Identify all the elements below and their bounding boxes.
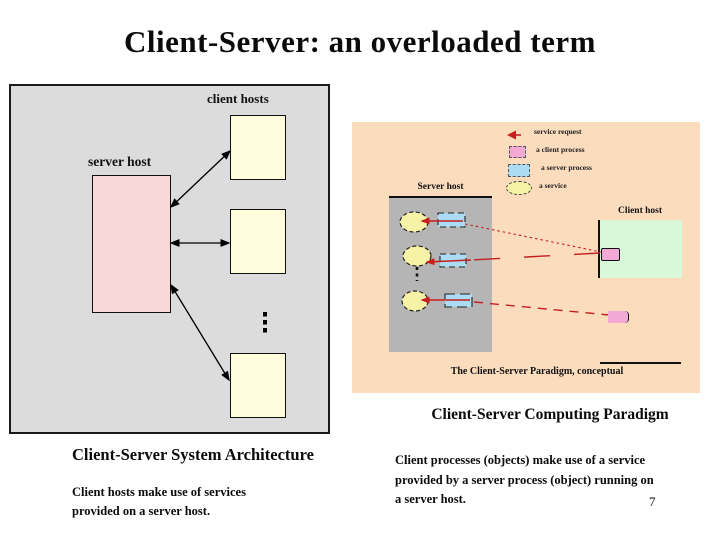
legend-service-request-label: service request xyxy=(534,127,582,136)
service-ellipse-2 xyxy=(402,245,432,267)
client-process-rect-1 xyxy=(601,248,620,261)
legend-service-label: a service xyxy=(539,181,567,190)
left-caption-body: Client hosts make use of services provid… xyxy=(72,483,246,520)
client-host-rect-3 xyxy=(230,353,286,418)
more-clients-ellipsis xyxy=(263,312,267,333)
computing-paradigm-diagram: service request a client process a serve… xyxy=(352,122,700,393)
page-number: 7 xyxy=(649,494,656,509)
client-hosts-label: client hosts xyxy=(207,91,269,106)
left-caption-line-2: provided on a server host. xyxy=(72,503,211,518)
request-line-dotted xyxy=(464,223,602,253)
right-caption-heading: Client-Server Computing Paradigm xyxy=(431,406,669,423)
paradigm-shapes-layer xyxy=(399,211,610,316)
arrow-server-client-1 xyxy=(169,149,232,209)
left-caption-heading: Client-Server System Architecture xyxy=(72,445,314,464)
request-line-dashed xyxy=(473,301,610,316)
slide-title: Client-Server: an overloaded term xyxy=(124,24,596,59)
server-process-rect-1 xyxy=(437,212,466,228)
legend-client-process-label: a client process xyxy=(536,145,585,154)
service-request-arrow-icon xyxy=(507,130,521,140)
arrow-server-client-3 xyxy=(170,283,230,382)
paradigm-client-host-label: Client host xyxy=(617,206,663,216)
right-caption-line-3: a server host. xyxy=(395,492,466,506)
right-caption-body: Client processes (objects) make use of a… xyxy=(395,451,691,510)
service-request-arrow-2 xyxy=(425,258,472,266)
right-caption-line-1: Client processes (objects) make use of a… xyxy=(395,453,646,467)
legend-server-process-label: a server process xyxy=(541,163,592,172)
paradigm-caption: The Client-Server Paradigm, conceptual xyxy=(450,366,624,377)
request-line-long-dash xyxy=(470,252,601,261)
system-architecture-diagram: client hosts server host xyxy=(9,84,330,434)
service-ellipse-icon xyxy=(506,181,532,195)
client-host-rect-1 xyxy=(230,115,286,180)
left-caption-line-1: Client hosts make use of services xyxy=(72,485,246,499)
server-process-swatch-icon xyxy=(508,164,530,177)
server-host-rect xyxy=(92,175,171,313)
client-process-rect-2 xyxy=(608,311,629,323)
service-ellipse-1 xyxy=(399,211,429,233)
service-ellipse-3 xyxy=(401,290,429,312)
right-caption-line-2: provided by a server process (object) ru… xyxy=(395,472,654,487)
divider-line xyxy=(600,362,681,364)
client-host-rect-2 xyxy=(230,209,286,274)
server-host-label: server host xyxy=(88,154,152,169)
connection-arrows-layer xyxy=(169,149,267,382)
client-process-swatch-icon xyxy=(509,146,526,158)
paradigm-server-host-label: Server host xyxy=(417,182,464,192)
